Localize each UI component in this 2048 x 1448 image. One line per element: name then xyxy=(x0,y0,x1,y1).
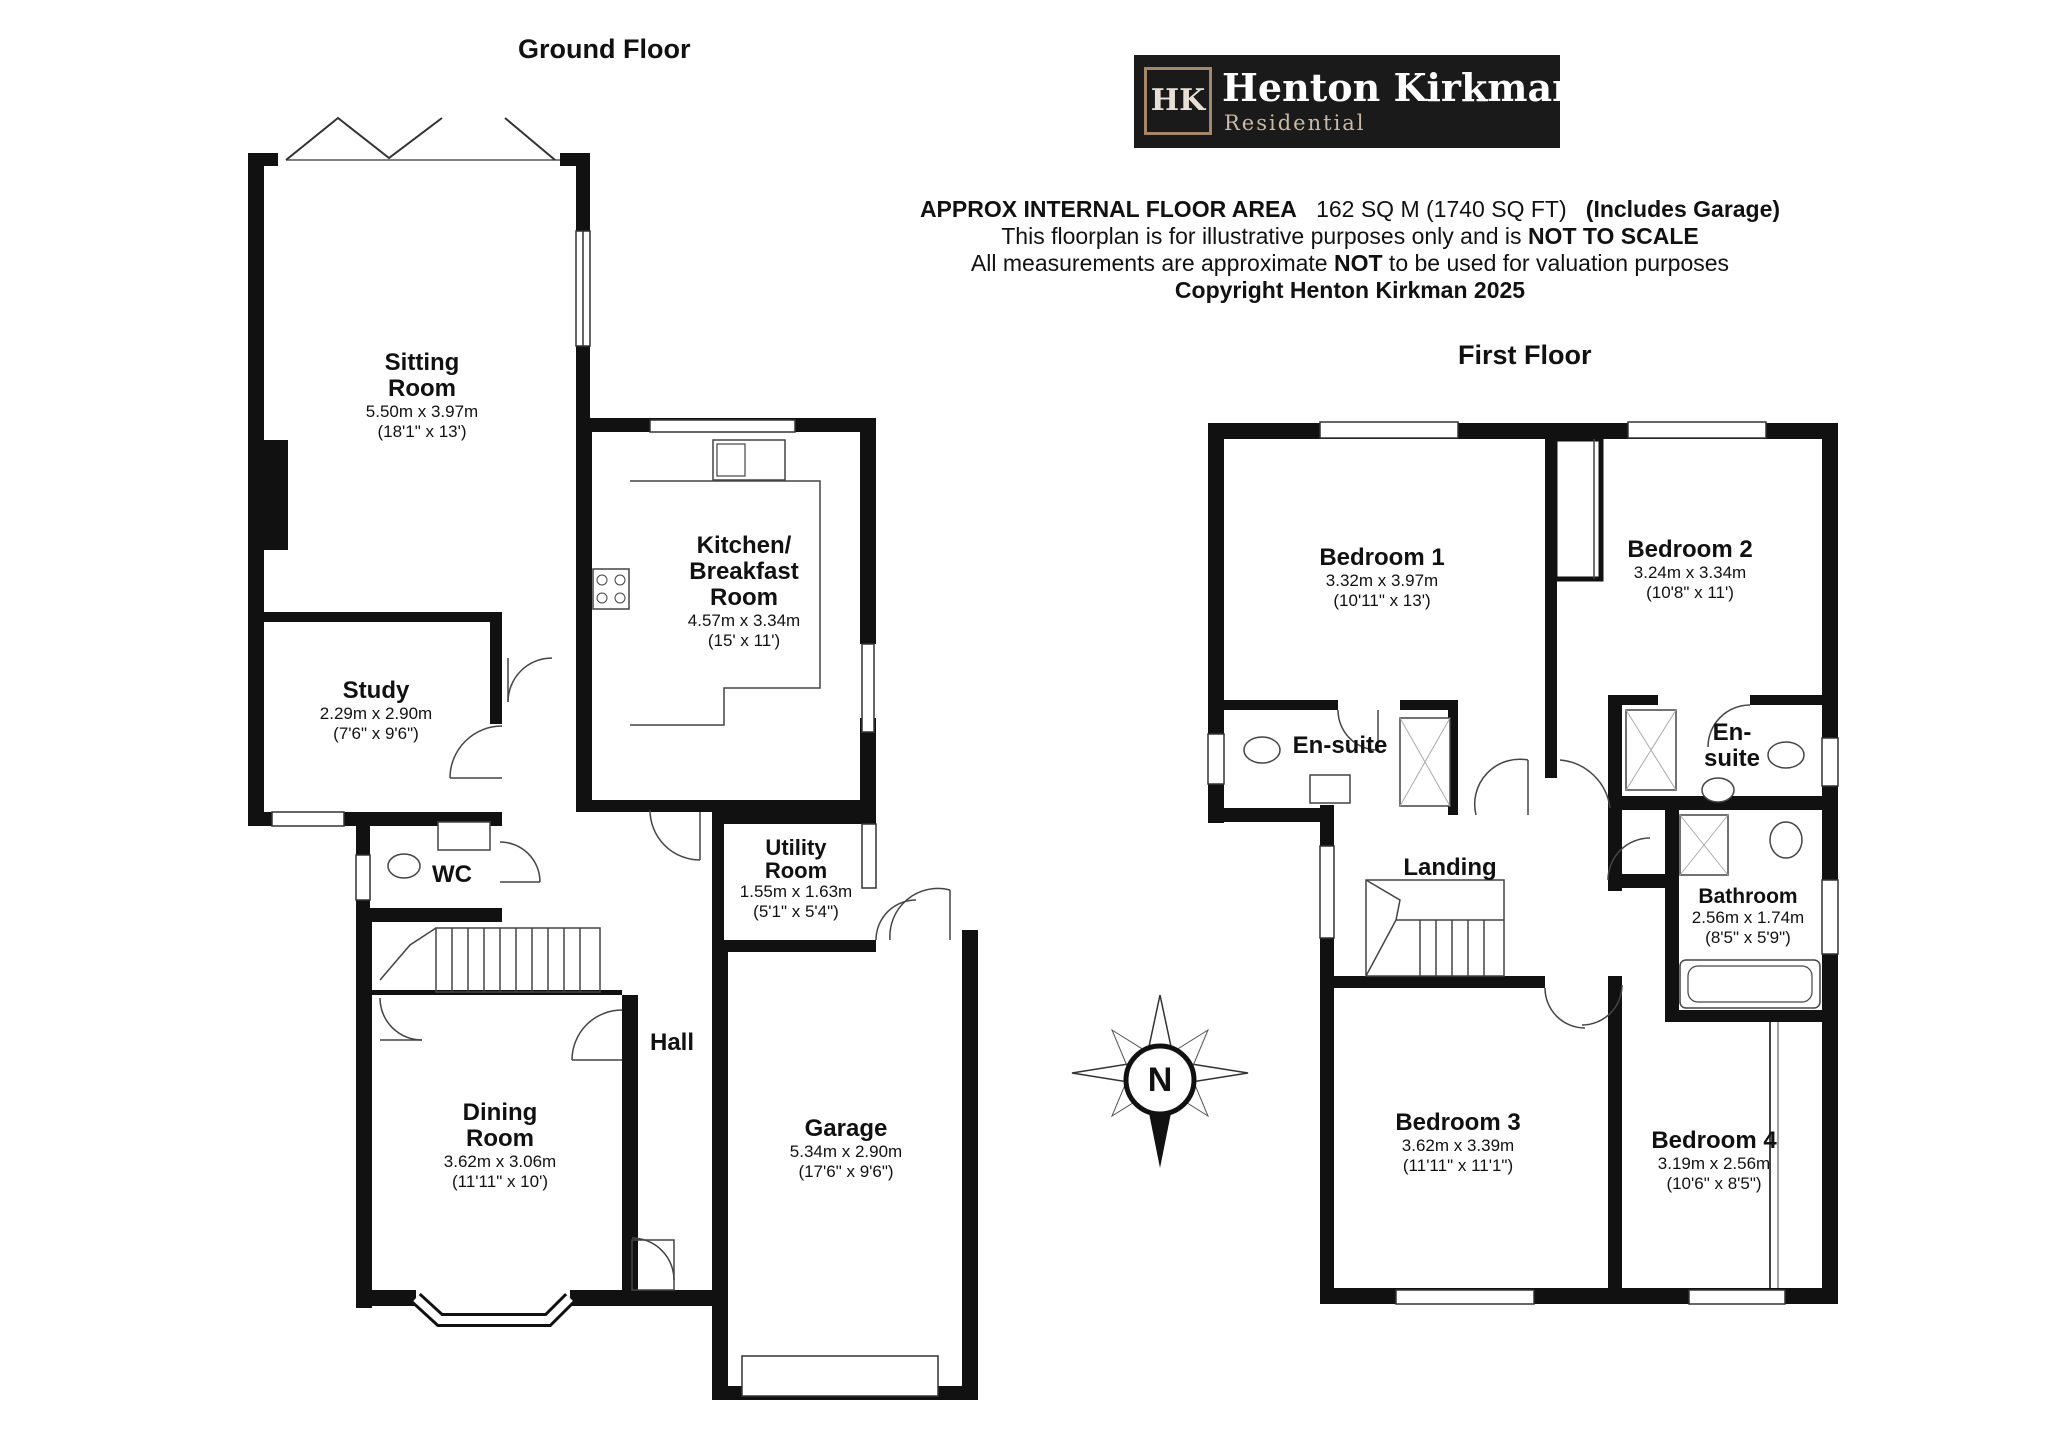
kitchen-door xyxy=(649,809,701,861)
logo-name: Henton Kirkman xyxy=(1222,65,1580,110)
utility-walls xyxy=(712,812,876,952)
ensuite1-walls xyxy=(1208,700,1458,815)
bedroom4-window xyxy=(1688,1289,1786,1305)
floor-area-info: APPROX INTERNAL FLOOR AREA 162 SQ M (174… xyxy=(850,196,1850,304)
area-label: APPROX INTERNAL FLOOR AREA xyxy=(919,196,1297,222)
study-label: Study 2.29m x 2.90m(7'6" x 9'6") xyxy=(319,677,433,744)
hall-walls xyxy=(630,812,724,1306)
compass-label: N xyxy=(1147,1061,1173,1099)
area-line: APPROX INTERNAL FLOOR AREA 162 SQ M (174… xyxy=(850,196,1850,223)
bedroom2-window xyxy=(1627,421,1767,439)
logo-mark: HK xyxy=(1144,67,1212,135)
scale-note: This floorplan is for illustrative purpo… xyxy=(1001,223,1699,249)
hall-label: Hall xyxy=(649,1029,695,1056)
bedroom4-label: Bedroom 4 3.19m x 2.56m(10'6" x 8'5") xyxy=(1651,1127,1777,1194)
kitchen-hob xyxy=(592,568,630,610)
kitchen-side-window xyxy=(861,643,875,733)
company-logo: HK Henton Kirkman Residential xyxy=(1134,55,1580,148)
study-window xyxy=(271,811,345,827)
bedroom3-window xyxy=(1395,1289,1535,1305)
study-door xyxy=(449,725,503,779)
wc-basin xyxy=(437,821,491,851)
bedroom2-label: Bedroom 2 3.24m x 3.34m(10'8" x 11') xyxy=(1627,536,1753,603)
wc-label: WC xyxy=(432,861,472,888)
logo-subtitle: Residential xyxy=(1224,111,1366,135)
ensuite1-label: En-suite xyxy=(1292,732,1388,759)
ensuite2-walls xyxy=(1608,695,1838,888)
ground-floor-title: Ground Floor xyxy=(518,34,691,64)
valuation-note: All measurements are approximate NOT to … xyxy=(970,250,1730,276)
bifold-door xyxy=(285,116,443,161)
ground-stairs xyxy=(379,927,601,993)
area-value: 162 SQ M (1740 SQ FT) xyxy=(1316,196,1567,222)
bifold-door-right xyxy=(504,117,556,161)
ensuite1-toilet xyxy=(1243,736,1281,764)
kitchen-worktop xyxy=(630,480,821,726)
dining-door xyxy=(571,1009,623,1061)
ensuite2-label: En-suite xyxy=(1703,719,1761,772)
kitchen-sink xyxy=(712,439,786,481)
ensuite2-basin xyxy=(1701,777,1735,803)
first-floor-title: First Floor xyxy=(1458,340,1592,370)
first-floor-plan xyxy=(1207,421,1839,1305)
bathroom-label: Bathroom 2.56m x 1.74m(8'5" x 5'9") xyxy=(1691,885,1805,948)
compass-circle xyxy=(1123,1043,1197,1117)
bedroom1-window xyxy=(1319,421,1459,439)
ensuite1-basin xyxy=(1309,774,1351,804)
first-stairs xyxy=(1365,879,1505,977)
garage-door xyxy=(741,1355,939,1397)
north-compass xyxy=(1071,994,1249,1168)
front-door xyxy=(631,1237,675,1281)
bathroom-toilet xyxy=(1769,821,1803,859)
kitchen-walls xyxy=(576,418,876,816)
bathroom-bath xyxy=(1679,959,1821,1009)
area-note: (Includes Garage) xyxy=(1585,196,1781,222)
ensuite2-toilet xyxy=(1767,741,1805,769)
wc-toilet xyxy=(387,853,421,879)
bedroom1-label: Bedroom 1 3.32m x 3.97m(10'11" x 13') xyxy=(1319,544,1445,611)
bedroom3-label: Bedroom 3 3.62m x 3.39m(11'11" x 11'1") xyxy=(1395,1109,1521,1176)
landing-label: Landing xyxy=(1403,854,1497,881)
bedroom2-wardrobe xyxy=(1552,436,1604,582)
copyright: Copyright Henton Kirkman 2025 xyxy=(1174,277,1526,303)
garage-label: Garage 5.34m x 2.90m(17'6" x 9'6") xyxy=(789,1115,903,1182)
kitchen-window xyxy=(649,419,796,433)
ground-floor-plan xyxy=(248,116,978,1400)
